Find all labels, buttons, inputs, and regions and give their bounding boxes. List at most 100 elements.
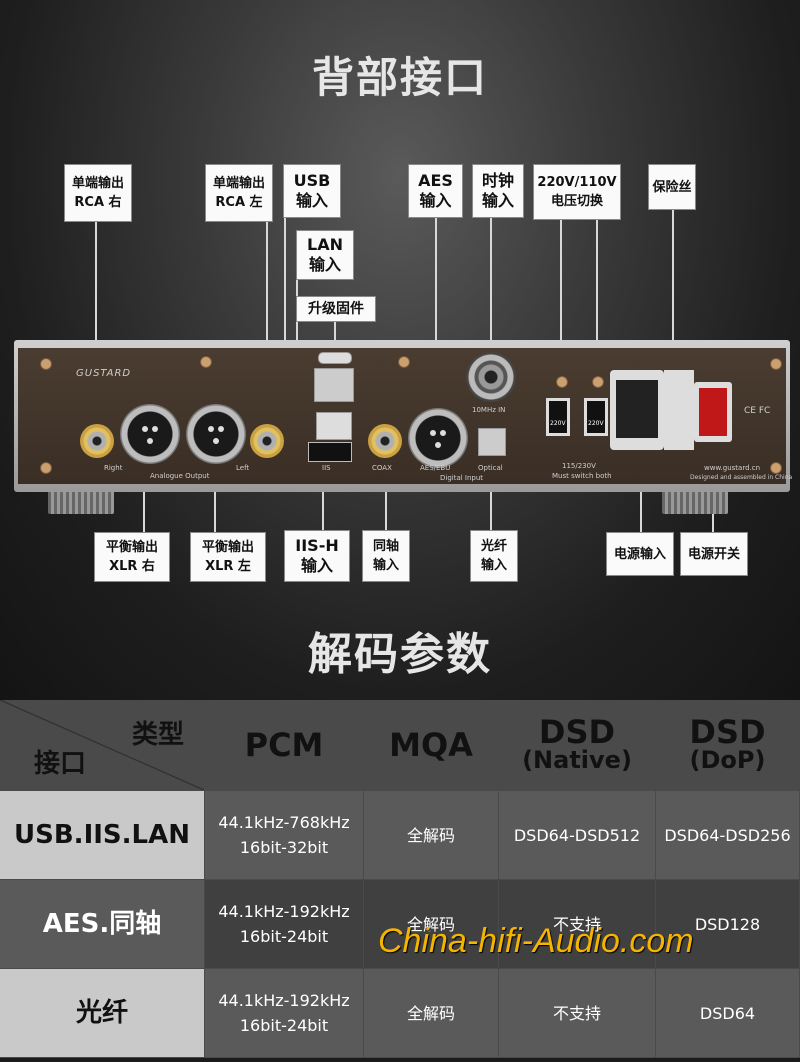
header-dsd-dop: DSD(DoP) bbox=[655, 700, 800, 791]
xlr-left-jack bbox=[186, 404, 246, 464]
panel-digital-text: Digital Input bbox=[440, 474, 484, 482]
spec-table: 类型 接口 PCM MQA DSD(Native) DSD(DoP) USB.I… bbox=[0, 700, 800, 1058]
row-native: DSD64-DSD512 bbox=[498, 790, 656, 880]
row-native: 不支持 bbox=[498, 968, 656, 1058]
leader-line bbox=[284, 218, 286, 393]
table-header-row: 类型 接口 PCM MQA DSD(Native) DSD(DoP) bbox=[0, 700, 800, 791]
panel-site-text: www.gustard.cn bbox=[704, 464, 761, 472]
power-inlet bbox=[610, 370, 664, 450]
panel-aes-text: AES/EBU bbox=[420, 464, 451, 472]
label-optical: 光纤输入 bbox=[470, 530, 518, 582]
screw bbox=[770, 462, 782, 474]
label-power-switch: 电源开关 bbox=[680, 532, 748, 576]
cert-marks: CE FC bbox=[744, 406, 771, 416]
label-coax: 同轴输入 bbox=[362, 530, 410, 582]
usb-b-port bbox=[316, 412, 352, 440]
panel-clock-text: 10MHz IN bbox=[472, 406, 506, 414]
screw bbox=[770, 358, 782, 370]
aes-jack bbox=[408, 408, 468, 468]
label-fuse: 保险丝 bbox=[648, 164, 696, 210]
power-switch bbox=[694, 382, 732, 442]
device-foot bbox=[48, 488, 114, 514]
screw bbox=[398, 356, 410, 368]
leader-line bbox=[334, 322, 336, 356]
screw bbox=[40, 462, 52, 474]
row-dop: DSD64 bbox=[655, 968, 800, 1058]
panel-left-text: Left bbox=[236, 464, 250, 472]
label-clock: 时钟输入 bbox=[472, 164, 524, 218]
xlr-right-jack bbox=[120, 404, 180, 464]
rca-left-jack bbox=[250, 424, 284, 458]
screw bbox=[40, 358, 52, 370]
leader-line bbox=[322, 460, 324, 530]
row-name: AES.同轴 bbox=[0, 879, 205, 969]
header-mqa: MQA bbox=[363, 700, 499, 791]
device-foot bbox=[662, 488, 728, 514]
row-mqa: 全解码 bbox=[363, 879, 499, 969]
panel-iis-text: IIS bbox=[322, 464, 331, 472]
label-firmware: 升级固件 bbox=[296, 296, 376, 322]
header-type: 类型 bbox=[131, 720, 184, 750]
watermark: China-hifi-Audio.com bbox=[378, 922, 694, 960]
leader-line bbox=[490, 218, 492, 358]
label-power-in: 电源输入 bbox=[606, 532, 674, 576]
row-mqa: 全解码 bbox=[363, 790, 499, 880]
leader-line bbox=[435, 218, 437, 408]
panel-vnote-text: 115/230V bbox=[562, 462, 596, 470]
optical-port bbox=[478, 428, 506, 456]
screw bbox=[592, 376, 604, 388]
voltage-switch-2 bbox=[584, 398, 608, 436]
leader-line bbox=[266, 222, 268, 422]
leader-line bbox=[95, 222, 97, 422]
voltage-switch-1 bbox=[546, 398, 570, 436]
row-dop: DSD64-DSD256 bbox=[655, 790, 800, 880]
brand-logo: GUSTARD bbox=[76, 368, 132, 379]
header-diag-cell: 类型 接口 bbox=[0, 700, 205, 791]
leader-line bbox=[596, 220, 598, 400]
leader-line bbox=[560, 220, 562, 400]
header-interface: 接口 bbox=[34, 749, 87, 779]
leader-line bbox=[672, 210, 674, 400]
iis-hdmi-port bbox=[308, 442, 352, 462]
panel-analogue-text: Analogue Output bbox=[150, 472, 210, 480]
panel-right-text: Right bbox=[104, 464, 123, 472]
leader-line bbox=[385, 460, 387, 530]
leader-line bbox=[640, 452, 642, 532]
panel-v2-text: 220V bbox=[588, 420, 604, 427]
fuse-holder bbox=[664, 370, 694, 450]
row-name: USB.IIS.LAN bbox=[0, 790, 205, 880]
leader-line bbox=[143, 460, 145, 534]
row-mqa: 全解码 bbox=[363, 968, 499, 1058]
panel-coax-text: COAX bbox=[372, 464, 392, 472]
row-native: 不支持 bbox=[498, 879, 656, 969]
usb-c-port bbox=[318, 352, 352, 364]
decode-params-title: 解码参数 bbox=[308, 629, 492, 680]
panel-v1-text: 220V bbox=[550, 420, 566, 427]
rca-right-jack bbox=[80, 424, 114, 458]
row-name: 光纤 bbox=[0, 968, 205, 1058]
leader-line bbox=[214, 460, 216, 534]
screw bbox=[556, 376, 568, 388]
panel-made-text: Designed and assembled in China bbox=[690, 474, 793, 481]
header-dsd-native: DSD(Native) bbox=[498, 700, 656, 791]
row-dop: DSD128 bbox=[655, 879, 800, 969]
rear-interface-title: 背部接口 bbox=[311, 53, 488, 102]
clock-bnc-jack bbox=[466, 352, 516, 402]
coax-jack bbox=[368, 424, 402, 458]
lan-port bbox=[314, 368, 354, 402]
